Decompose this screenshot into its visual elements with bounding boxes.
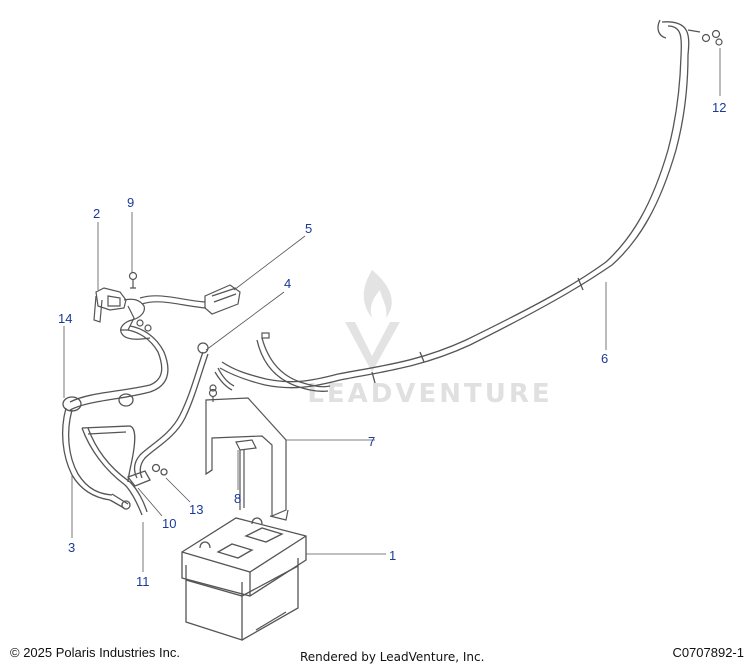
callout-10: 10 [162, 516, 176, 531]
callout-13: 13 [189, 502, 203, 517]
diagram-id: C0707892-1 [672, 645, 744, 660]
callout-1: 1 [389, 548, 396, 563]
battery [181, 517, 307, 641]
callout-11: 11 [136, 574, 150, 589]
callout-6: 6 [601, 351, 608, 366]
watermark-logo [345, 270, 400, 372]
callout-8: 8 [234, 491, 241, 506]
battery-bracket [205, 388, 289, 521]
wire-harness [62, 325, 169, 516]
relay-and-fuse [93, 271, 241, 340]
callout-7: 7 [368, 434, 375, 449]
cable-terminal [197, 332, 270, 392]
battery-cable-long [219, 19, 701, 389]
copyright-text: © 2025 Polaris Industries Inc. [10, 645, 180, 660]
callout-3: 3 [68, 540, 75, 555]
callout-9: 9 [127, 195, 134, 210]
cable-end-lugs [701, 29, 723, 46]
callout-2: 2 [93, 206, 100, 221]
callout-5: 5 [305, 221, 312, 236]
callouts: 1 2 3 4 5 6 7 8 9 10 11 12 13 14 [58, 100, 726, 589]
callout-14: 14 [58, 311, 72, 326]
watermark-text: LEADVENTURE [307, 379, 552, 409]
ground-cable [133, 337, 331, 479]
callout-12: 12 [712, 100, 726, 115]
rendered-by-text: Rendered by LeadVenture, Inc. [300, 650, 485, 664]
callout-4: 4 [284, 276, 291, 291]
leader-lines [63, 48, 721, 572]
